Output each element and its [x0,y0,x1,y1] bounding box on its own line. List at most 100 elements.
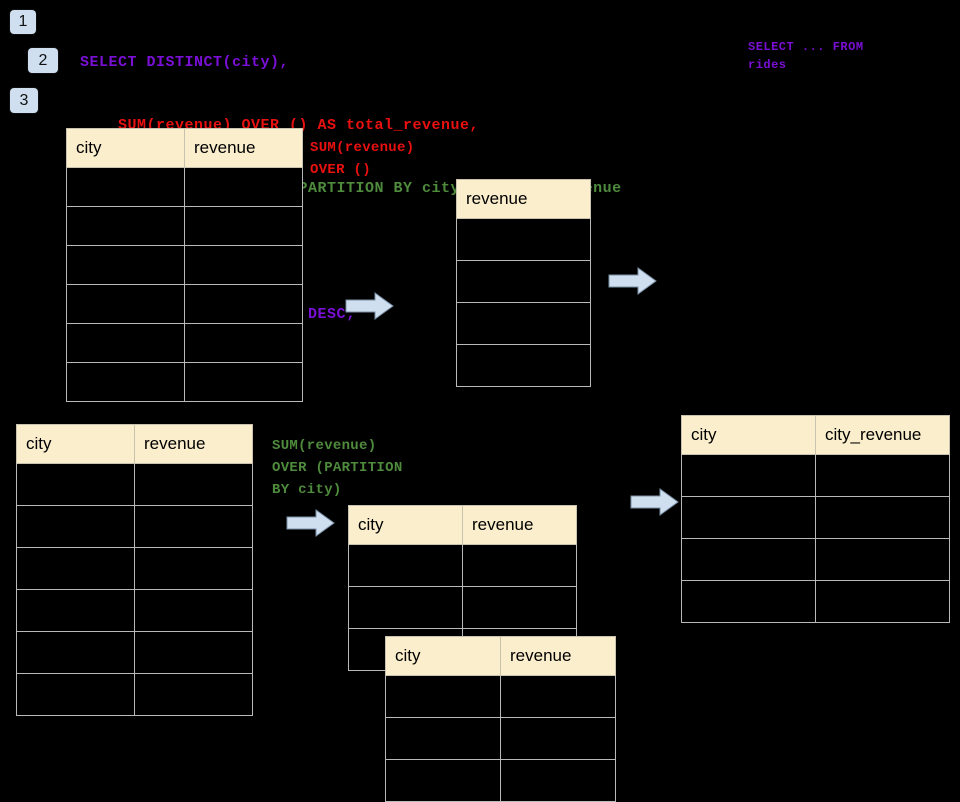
column-header-city: city [385,636,501,676]
cell [462,544,577,587]
column-header-revenue: revenue [184,128,303,168]
cell [815,454,950,497]
table-row [16,505,253,548]
cell [134,589,253,632]
table-row [66,245,303,285]
sql-line-1: SELECT DISTINCT(city), [80,54,290,71]
cell [184,206,303,246]
cell [16,673,135,716]
cell [456,302,591,345]
cell [385,717,501,760]
table-partition-second: city revenue [385,636,616,802]
cell [184,362,303,402]
cell [134,547,253,590]
table-header-row: city revenue [348,505,577,545]
table-header-row: city city_revenue [681,415,950,455]
cell [16,589,135,632]
table-row [681,580,950,623]
cell [184,245,303,285]
table-row [16,463,253,506]
column-header-city: city [681,415,816,455]
cell [184,323,303,363]
table-row [66,167,303,207]
table-row [456,302,591,345]
cell [815,538,950,581]
column-header-revenue: revenue [462,505,577,545]
cell [66,206,185,246]
table-row [348,586,577,629]
arrow-partition-to-result-icon [630,488,679,516]
cell [134,673,253,716]
table-row [16,547,253,590]
table-row [348,544,577,587]
column-header-city: city [66,128,185,168]
cell [681,580,816,623]
cell [385,759,501,802]
cell [66,245,185,285]
table-result: city city_revenue [681,415,950,623]
cell [462,586,577,629]
column-header-city: city [348,505,463,545]
table-header-row: city revenue [16,424,253,464]
table-row [385,717,616,760]
cell [348,586,463,629]
cell [16,631,135,674]
column-header-revenue: revenue [500,636,616,676]
table-row [385,759,616,802]
cell [456,344,591,387]
step-badge-2: 2 [28,48,58,73]
table-row [16,589,253,632]
cell [500,759,616,802]
cell [66,362,185,402]
cell [456,218,591,261]
cell [681,538,816,581]
cell [16,463,135,506]
cell [16,505,135,548]
arrow-source-to-total-icon [345,292,394,320]
table-source-top: city revenue [66,128,303,402]
annotation-partition-by-city: SUM(revenue) OVER (PARTITION BY city) [272,438,403,498]
column-header-revenue: revenue [134,424,253,464]
cell [184,284,303,324]
cell [681,454,816,497]
table-source-bottom: city revenue [16,424,253,716]
step-badge-1: 1 [10,10,36,34]
table-row [16,673,253,716]
column-header-city-revenue: city_revenue [815,415,950,455]
cell [681,496,816,539]
diagram-canvas: 1 2 3 SELECT DISTINCT(city), SUM(revenue… [10,10,950,802]
table-row [66,206,303,246]
table-row [681,538,950,581]
table-row [385,675,616,718]
column-header-revenue: revenue [456,179,591,219]
table-row [456,344,591,387]
select-from-rides-note: SELECT ... FROM rides [748,40,864,72]
table-header-row: city revenue [385,636,616,676]
table-partition-first: city revenue [348,505,577,671]
cell [815,580,950,623]
step-badge-3: 3 [10,88,38,113]
cell [66,284,185,324]
table-row [456,218,591,261]
table-row [66,284,303,324]
column-header-city: city [16,424,135,464]
cell [134,505,253,548]
table-row [681,496,950,539]
cell [134,631,253,674]
cell [348,544,463,587]
cell [134,463,253,506]
table-row [66,362,303,402]
table-row [681,454,950,497]
cell [385,675,501,718]
cell [16,547,135,590]
table-row [66,323,303,363]
arrow-source-to-partition-icon [286,509,335,537]
cell [500,675,616,718]
table-header-row: revenue [456,179,591,219]
cell [66,323,185,363]
table-row [16,631,253,674]
cell [500,717,616,760]
arrow-total-to-result-icon [608,267,657,295]
table-header-row: city revenue [66,128,303,168]
table-row [456,260,591,303]
